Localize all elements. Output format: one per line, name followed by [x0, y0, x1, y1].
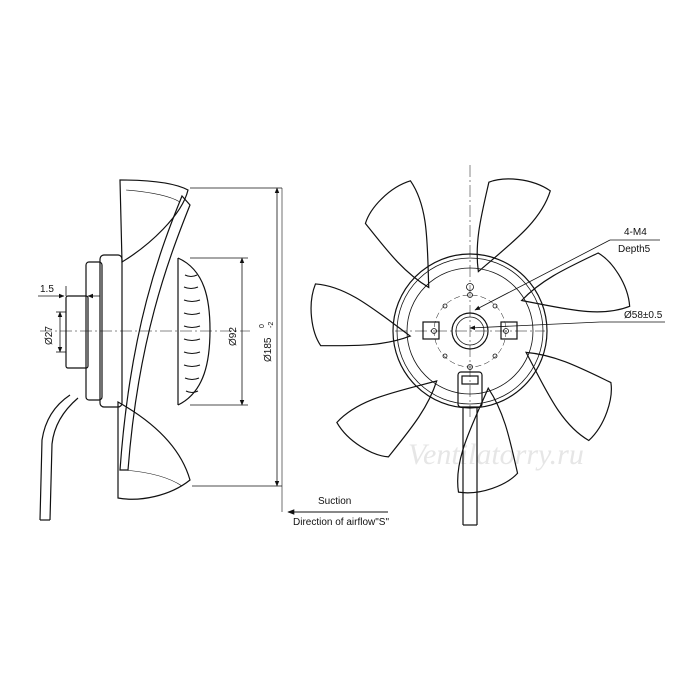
side-hub-flange — [65, 295, 89, 369]
dim-overall-tol-upper: 0 — [259, 324, 266, 328]
pad-left — [422, 321, 440, 340]
bolt-circle-leader — [469, 321, 665, 331]
thread-depth-label: Depth5 — [618, 244, 651, 255]
dim-motor-label: Ø92 — [228, 327, 239, 346]
side-motor-body — [177, 257, 211, 406]
impeller-blade — [520, 252, 631, 313]
side-blade-top — [119, 179, 189, 264]
motor-cooling-slots — [183, 274, 201, 393]
dim-offset — [38, 286, 100, 299]
pad-right — [500, 321, 518, 340]
impeller-blade — [364, 180, 430, 289]
impeller-blade — [457, 386, 519, 494]
impeller-blade — [476, 178, 551, 273]
suction-label: Suction — [318, 496, 351, 507]
bolt-circle-label: Ø58±0.5 — [624, 310, 663, 321]
impeller-blade — [310, 283, 412, 347]
impeller-blade — [336, 380, 438, 458]
front-view — [310, 165, 665, 526]
dim-hub-label: Ø27 — [44, 326, 55, 345]
dim-offset-label: 1.5 — [40, 284, 54, 295]
side-blade-bottom — [117, 400, 191, 500]
dim-overall-label: Ø185 — [263, 337, 274, 362]
watermark: Ventilatorry.ru — [408, 438, 584, 471]
dim-motor — [190, 257, 248, 406]
thread-leader — [474, 239, 660, 311]
side-blade-middle — [119, 194, 191, 471]
thread-label: 4-M4 — [624, 227, 647, 238]
side-cable — [39, 394, 71, 521]
airflow-direction-label: Direction of airflow"S" — [293, 517, 389, 528]
dim-hub — [56, 311, 66, 353]
impeller-blades — [310, 178, 631, 494]
dim-overall-tol-lower: -2 — [268, 322, 275, 328]
dim-overall — [190, 187, 282, 487]
impeller-blade — [525, 351, 612, 442]
side-view — [38, 179, 388, 521]
